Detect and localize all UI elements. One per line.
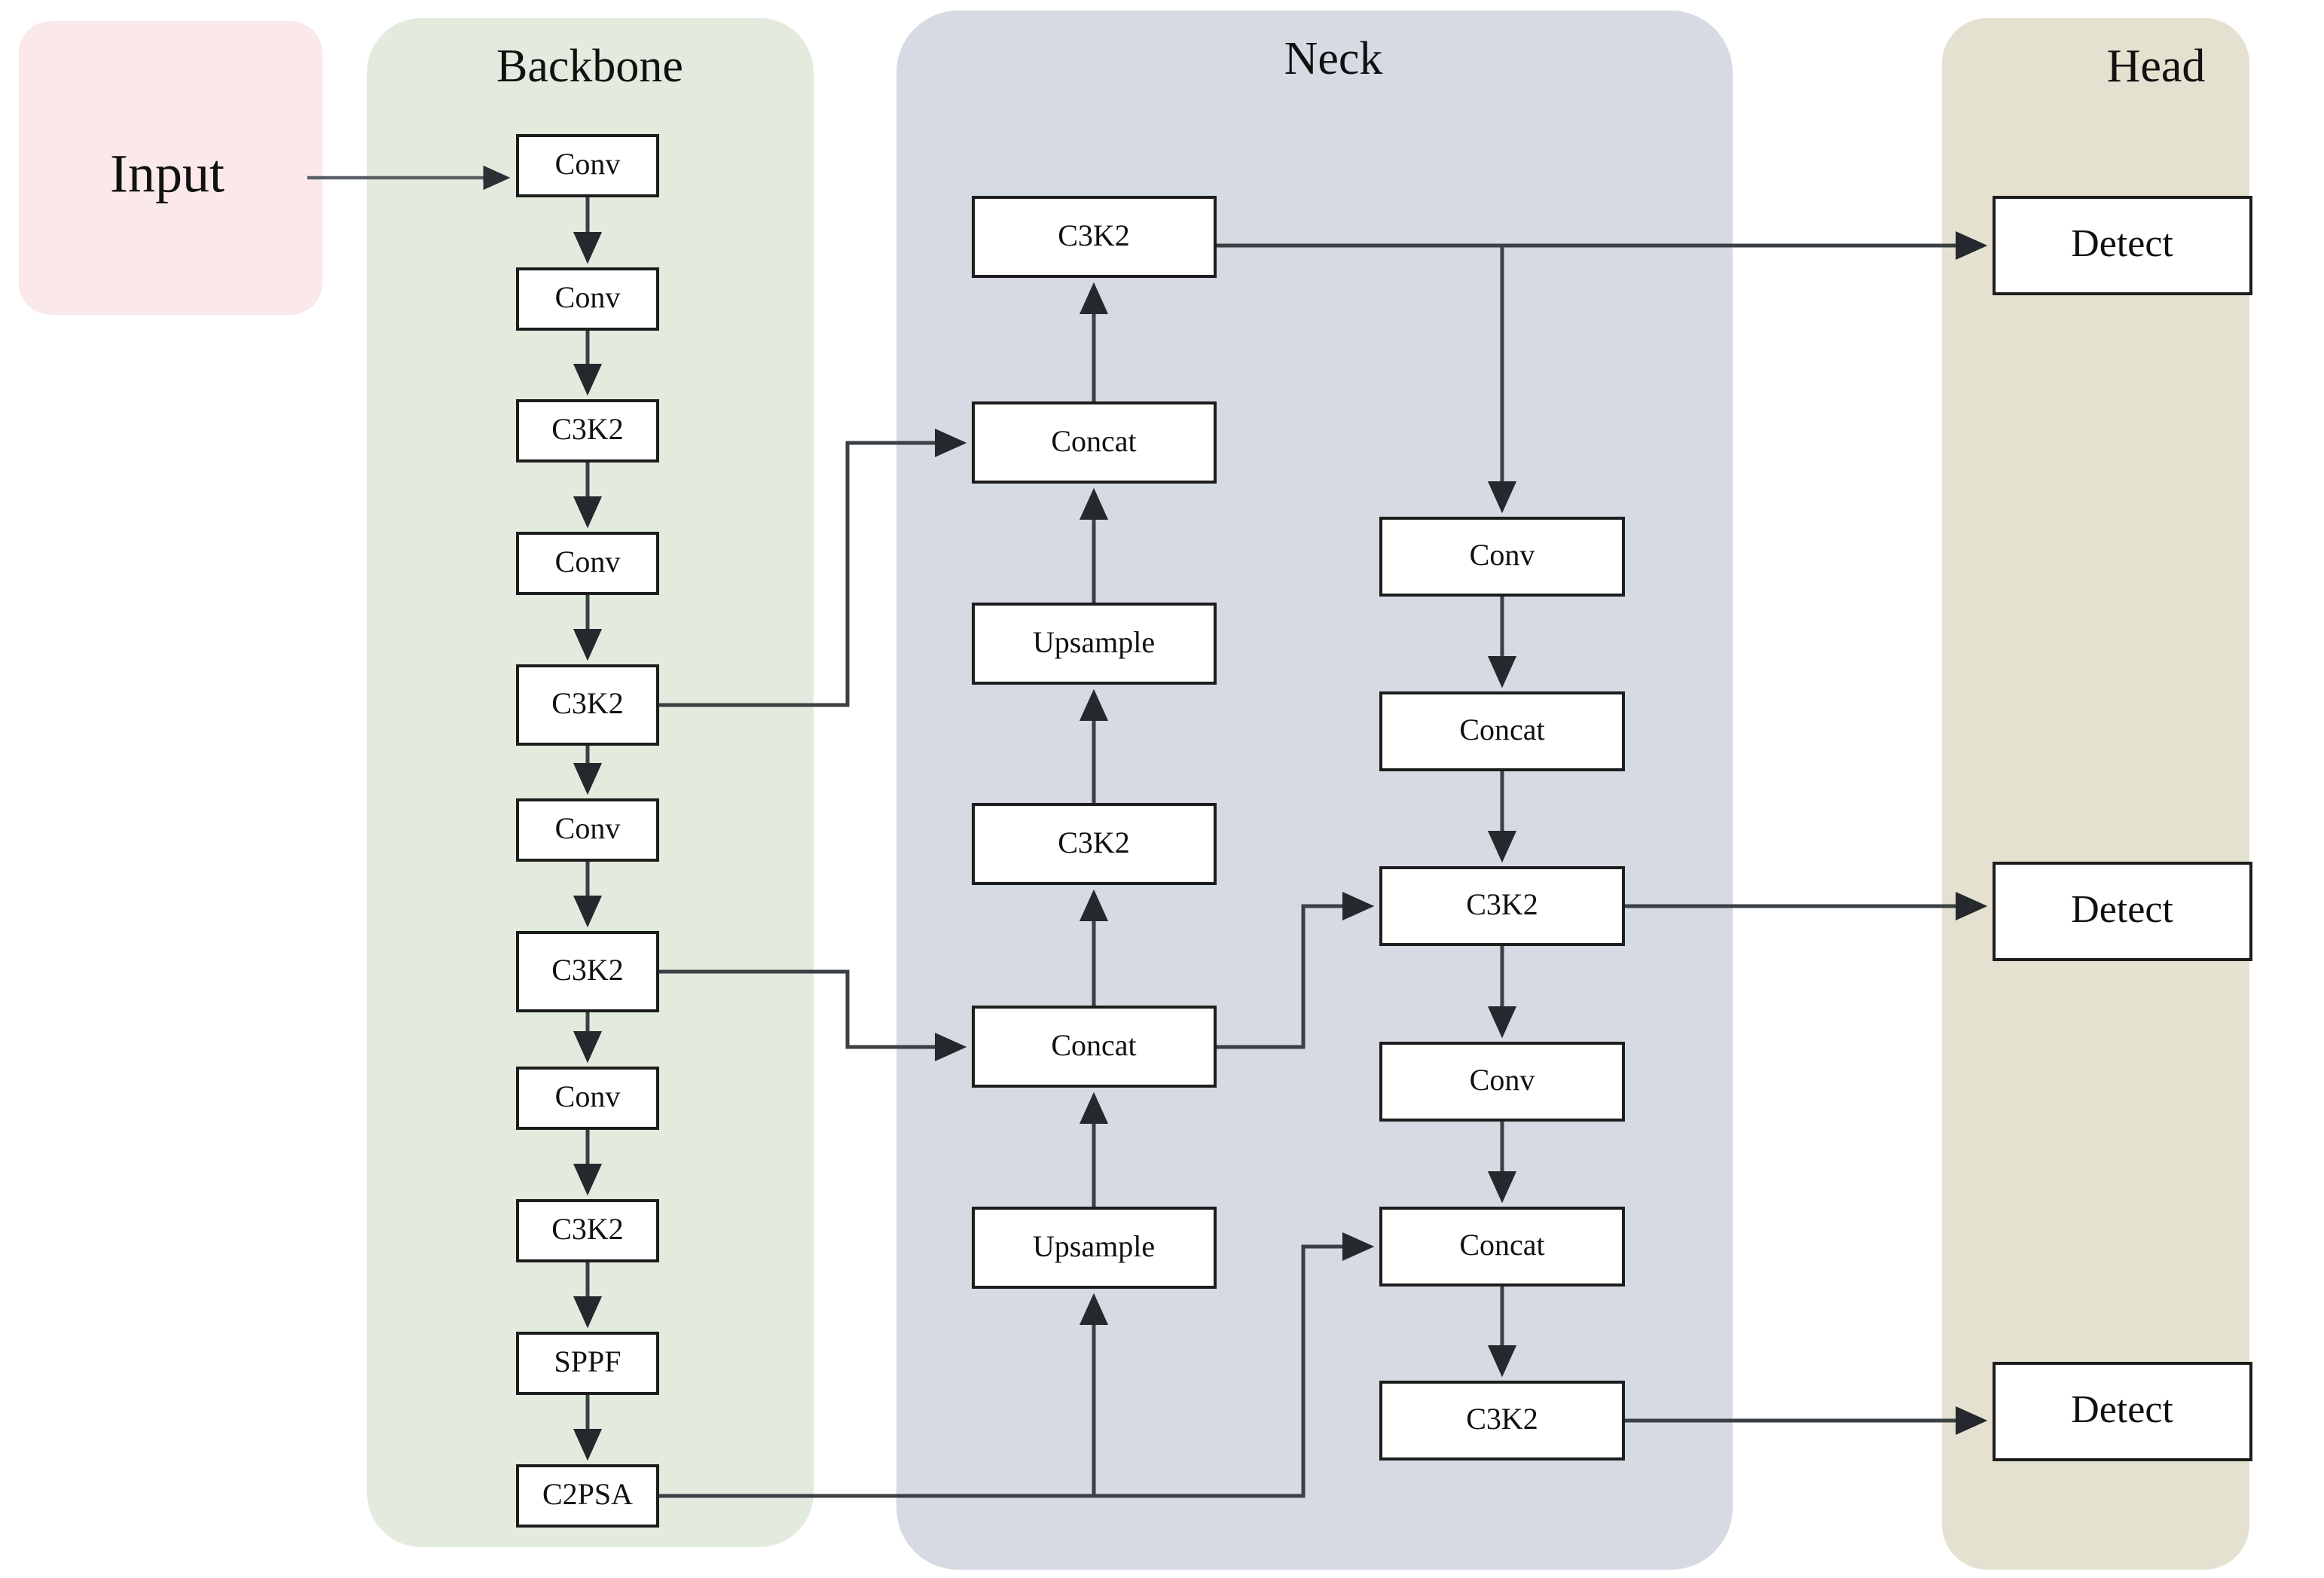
node-label: Conv	[555, 147, 621, 181]
edge-c3k2-2-to-concat-top	[658, 428, 967, 707]
node-label: Concat	[1051, 424, 1136, 458]
node-label: C3K2	[1058, 218, 1130, 252]
node-nk-concat-r1[interactable]: Concat	[1379, 691, 1625, 771]
node-bb-conv3[interactable]: Conv	[516, 532, 659, 595]
node-group: Conv Conv C3K2 Conv C3K2 Conv	[516, 134, 2252, 1528]
node-bb-conv2[interactable]: Conv	[516, 267, 659, 331]
node-bb-sppf[interactable]: SPPF	[516, 1332, 659, 1395]
node-label: C3K2	[551, 953, 624, 987]
node-bb-c2psa[interactable]: C2PSA	[516, 1464, 659, 1528]
node-label: C3K2	[1466, 887, 1538, 921]
edge-c3k2-3-to-concat-mid	[658, 969, 967, 1062]
node-bb-c3k2-1[interactable]: C3K2	[516, 399, 659, 462]
panel-head	[1942, 18, 2249, 1570]
node-label: SPPF	[554, 1345, 621, 1378]
node-label: Concat	[1051, 1028, 1136, 1062]
node-hd-detect-1[interactable]: Detect	[1993, 196, 2252, 295]
node-label: Detect	[2071, 222, 2173, 265]
node-nk-c3k2-top[interactable]: C3K2	[972, 196, 1217, 278]
node-label: C3K2	[1058, 826, 1130, 859]
node-nk-conv-1[interactable]: Conv	[1379, 517, 1625, 597]
node-label: C3K2	[1466, 1402, 1538, 1436]
node-nk-c3k2-r1[interactable]: C3K2	[1379, 866, 1625, 946]
node-label: Detect	[2071, 1388, 2173, 1431]
node-label: Conv	[555, 545, 621, 578]
panel-group	[19, 11, 2249, 1570]
panel-title-head: Head	[2107, 41, 2206, 92]
edge-concat-mid-to-c3k2-r1	[1215, 891, 1375, 1049]
node-nk-conv-2[interactable]: Conv	[1379, 1042, 1625, 1122]
node-label: Conv	[555, 1079, 621, 1113]
node-nk-concat-mid[interactable]: Concat	[972, 1006, 1217, 1088]
node-bb-c3k2-4[interactable]: C3K2	[516, 1199, 659, 1262]
edge-c2psa-to-concat-r2	[1094, 1232, 1375, 1498]
panel-title-neck: Neck	[1284, 33, 1383, 84]
node-hd-detect-2[interactable]: Detect	[1993, 862, 2252, 961]
input-label: Input	[110, 144, 224, 204]
node-label: Upsample	[1033, 625, 1155, 659]
node-bb-conv4[interactable]: Conv	[516, 798, 659, 862]
node-nk-c3k2-mid[interactable]: C3K2	[972, 803, 1217, 885]
node-label: C3K2	[551, 412, 624, 446]
node-label: Concat	[1459, 1228, 1544, 1262]
node-label: Upsample	[1033, 1229, 1155, 1263]
node-label: Conv	[555, 811, 621, 845]
panel-neck	[896, 11, 1733, 1570]
panel-backbone	[367, 18, 814, 1547]
node-nk-upsample-2[interactable]: Upsample	[972, 1207, 1217, 1289]
edge-group	[307, 165, 1988, 1498]
node-bb-conv5[interactable]: Conv	[516, 1067, 659, 1130]
node-nk-c3k2-r2[interactable]: C3K2	[1379, 1381, 1625, 1460]
node-label: C3K2	[551, 686, 624, 720]
node-label: Conv	[555, 280, 621, 314]
node-hd-detect-3[interactable]: Detect	[1993, 1362, 2252, 1461]
panel-input	[19, 21, 322, 315]
node-nk-upsample-1[interactable]: Upsample	[972, 603, 1217, 685]
node-bb-c3k2-2[interactable]: C3K2	[516, 664, 659, 746]
node-bb-c3k2-3[interactable]: C3K2	[516, 931, 659, 1012]
node-nk-concat-r2[interactable]: Concat	[1379, 1207, 1625, 1287]
node-label: C3K2	[551, 1212, 624, 1246]
node-label: Concat	[1459, 713, 1544, 746]
panel-title-backbone: Backbone	[496, 41, 683, 92]
node-label: Detect	[2071, 888, 2173, 931]
node-bb-conv1[interactable]: Conv	[516, 134, 659, 197]
node-nk-concat-top[interactable]: Concat	[972, 401, 1217, 484]
node-label: Conv	[1470, 1063, 1535, 1097]
node-label: Conv	[1470, 538, 1535, 572]
node-label: C2PSA	[542, 1477, 633, 1511]
